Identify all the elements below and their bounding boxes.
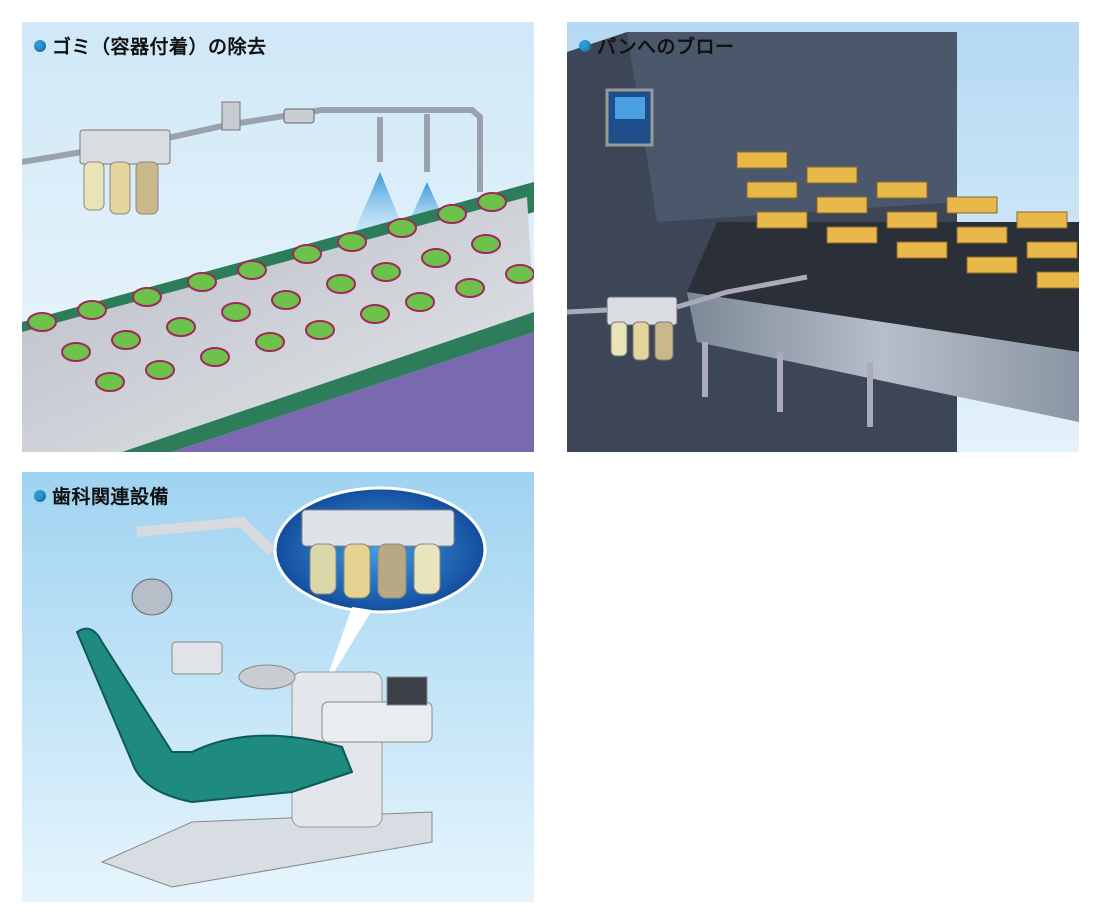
lamp-arm bbox=[136, 516, 276, 556]
cup bbox=[271, 290, 301, 310]
bread-tray bbox=[966, 256, 1018, 274]
cup bbox=[27, 312, 57, 332]
cup bbox=[111, 330, 141, 350]
spittoon bbox=[238, 664, 296, 690]
cup bbox=[405, 292, 435, 312]
cup bbox=[455, 278, 485, 298]
cup bbox=[305, 320, 335, 340]
caption-text: パンへのブロー bbox=[597, 36, 735, 58]
bread-trays bbox=[736, 151, 1079, 289]
conveyor-belt bbox=[22, 197, 534, 452]
bread-tray bbox=[736, 151, 788, 169]
cup bbox=[237, 260, 267, 280]
cup bbox=[61, 342, 91, 362]
monitor bbox=[386, 676, 428, 706]
caption-text: ゴミ（容器付着）の除去 bbox=[52, 36, 267, 58]
bread-conveyor bbox=[687, 222, 1079, 352]
cup bbox=[471, 234, 501, 254]
conveyor-edge-front bbox=[122, 312, 534, 452]
panel-bread-blow: パンへのブロー bbox=[567, 22, 1079, 452]
panel-caption: パンへのブロー bbox=[579, 32, 734, 59]
dental-chair bbox=[75, 627, 354, 804]
cup bbox=[200, 347, 230, 367]
bread-tray bbox=[1026, 241, 1078, 259]
control-box bbox=[171, 641, 223, 675]
bread-tray bbox=[956, 226, 1008, 244]
bullet-dot-icon bbox=[34, 489, 46, 502]
filter-unit bbox=[79, 129, 171, 215]
bread-tray bbox=[816, 196, 868, 214]
bread-tray bbox=[886, 211, 938, 229]
cup bbox=[132, 287, 162, 307]
cup-conveyor-illustration bbox=[22, 101, 534, 452]
cup bbox=[77, 300, 107, 320]
filter-unit bbox=[606, 296, 678, 361]
cup bbox=[166, 317, 196, 337]
bread-tray bbox=[756, 211, 808, 229]
cup bbox=[337, 232, 367, 252]
cup bbox=[477, 192, 507, 212]
dental-lamp bbox=[131, 578, 173, 616]
cups bbox=[27, 192, 534, 392]
cup bbox=[371, 262, 401, 282]
panel-dental: 歯科関連設備 bbox=[22, 472, 534, 902]
chair-base bbox=[100, 811, 433, 888]
panel-caption: ゴミ（容器付着）の除去 bbox=[34, 32, 267, 59]
bread-tray bbox=[1036, 271, 1079, 289]
conveyor-frame bbox=[172, 332, 534, 452]
cup bbox=[326, 274, 356, 294]
cup bbox=[187, 272, 217, 292]
air-pipe bbox=[22, 107, 483, 192]
cup bbox=[95, 372, 125, 392]
cup bbox=[145, 360, 175, 380]
cup bbox=[292, 244, 322, 264]
bread-tray bbox=[826, 226, 878, 244]
cup bbox=[437, 204, 467, 224]
cup bbox=[221, 302, 251, 322]
cup bbox=[360, 304, 390, 324]
bread-tray bbox=[876, 181, 928, 199]
bread-tray bbox=[746, 181, 798, 199]
conveyor-skirt bbox=[687, 292, 1079, 422]
panel-cup-conveyor: ゴミ（容器付着）の除去 bbox=[22, 22, 534, 452]
bullet-dot-icon bbox=[579, 39, 591, 52]
cup bbox=[505, 264, 534, 284]
bread-tray bbox=[1016, 211, 1068, 229]
filter-unit-zoom bbox=[301, 509, 455, 599]
dental-illustration bbox=[75, 486, 487, 888]
caption-text: 歯科関連設備 bbox=[52, 486, 170, 508]
instrument-tray bbox=[321, 701, 433, 743]
panel-caption: 歯科関連設備 bbox=[34, 482, 169, 509]
cup bbox=[421, 248, 451, 268]
cup bbox=[255, 332, 285, 352]
bread-tray bbox=[896, 241, 948, 259]
bread-blow-illustration bbox=[567, 32, 1079, 452]
bread-tray bbox=[946, 196, 998, 214]
regulator bbox=[283, 108, 315, 124]
bread-tray bbox=[806, 166, 858, 184]
valve bbox=[221, 101, 241, 131]
bullet-dot-icon bbox=[34, 39, 46, 52]
cup bbox=[387, 218, 417, 238]
